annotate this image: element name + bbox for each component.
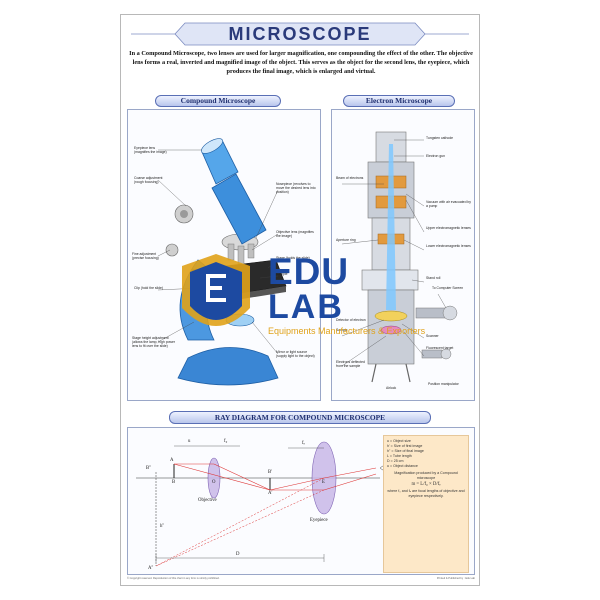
ray-label-u: u [188,439,191,444]
title-band: MICROSCOPE [125,21,475,47]
ray-label-h2: h'' [160,524,165,529]
electron-microscope-icon [341,131,458,383]
ray-label-e: E [322,480,325,485]
watermark-tagline: Equipments Manufacturers & Exporters [268,326,426,336]
label-stage-height: Stage height adjustment (allows the lamp… [132,336,175,348]
label-objective-lens: Objective lens (magnifies the image) [276,230,314,238]
legend-row: L = Tube length [387,454,412,458]
ray-label-fe: fₑ [302,441,305,446]
intro-paragraph: In a Compound Microscope, two lenses are… [129,50,473,75]
label-detector: Detector of electron [336,318,366,322]
ray-label-d: D [236,552,240,557]
label-scanner: Scanner [426,334,439,338]
label-upper-lenses: Upper electromagnetic lenses [426,226,471,230]
legend-magnification-text: Magnification produced by a Compound mic… [394,471,458,480]
poster: MICROSCOPE In a Compound Microscope, two… [120,14,480,586]
ray-legend-box: u = Object size h' = Size of first image… [383,435,469,573]
watermark-lab: LAB [268,288,344,326]
footer-publisher: Printed & Published by : Edu Lab [436,577,475,580]
ray-label-b2: B'' [146,466,151,471]
footer-copyright: © Copyright reserved. Reproduction of th… [127,577,220,580]
label-stand-roll: Stand roll [426,276,441,280]
label-vacuum: Vacuum with air evacuated by a pump [426,200,471,208]
electron-microscope-panel: Tungsten cathode Electron gun Beam of el… [331,109,475,401]
legend-row: h' = Size of first image [387,444,423,448]
label-tungsten-cathode: Tungsten cathode [426,136,454,140]
label-nosepiece: Nosepiece (revolves to move the desired … [276,182,316,194]
ray-label-o: O [212,480,216,485]
label-lower-lenses: Lower electromagnetic lenses [426,244,471,248]
legend-note: where f₀ and fₑ are focal lengths of obj… [387,489,465,498]
label-clip: Clip (hold the slide) [134,286,164,290]
legend-row: h'' = Size of final image [387,449,424,453]
label-fine-adjustment: Fine adjustment (precise focusing) [132,252,159,260]
label-eyepiece: Eyepiece lens (magnifies the image) [134,146,167,154]
label-position-manipulator: Position manipulator [428,382,459,386]
electron-microscope-heading: Electron Microscope [343,95,455,107]
label-computer-screen: To Computer Screen [432,286,464,290]
legend-row: u = Object distance [387,464,418,468]
label-beam-of-electrons: Beam of electrons [336,176,364,180]
label-airlock: Airlock [386,386,397,390]
legend-row: u = Object size [387,439,411,443]
label-electron-gun: Electron gun [426,154,446,158]
ray-label-fo: f₀ [224,439,228,444]
page-title: MICROSCOPE [228,24,372,44]
edulab-shield-icon [182,254,250,326]
label-sample: Sample [276,272,288,276]
label-em-sample: Sample [336,328,348,332]
title-ribbon-icon [131,22,469,46]
label-mirror: Mirror or light source (supply light to … [276,350,315,358]
watermark-edu: EDU [268,251,350,292]
label-aperture-ring: Aperture ring [336,238,356,242]
ray-label-eyepiece: Eyepiece [310,518,328,523]
compound-microscope-heading: Compound Microscope [155,95,281,107]
legend-row: D = 25 cm [387,459,404,463]
ray-label-b: B [172,480,176,485]
ray-label-a-prime: A' [268,491,273,496]
label-electrons-deflected: Electrons deflected from the sample [336,360,365,368]
footer: © Copyright reserved. Reproduction of th… [127,577,475,580]
label-coarse-adjustment: Coarse adjustment (rough focusing) [134,176,163,184]
label-fluorescent-target: Fluorescent target [426,346,454,350]
label-stage: Stage (holds the slide) [276,256,310,260]
legend-formula: m = L/f₀ × D/fₑ [411,482,441,488]
ray-label-objective: Objective [198,498,217,503]
ray-label-a: A [170,458,174,463]
ray-label-a2: A'' [148,566,154,571]
ray-diagram-heading: RAY DIAGRAM FOR COMPOUND MICROSCOPE [169,411,431,424]
ray-label-b-prime: B' [268,470,273,475]
